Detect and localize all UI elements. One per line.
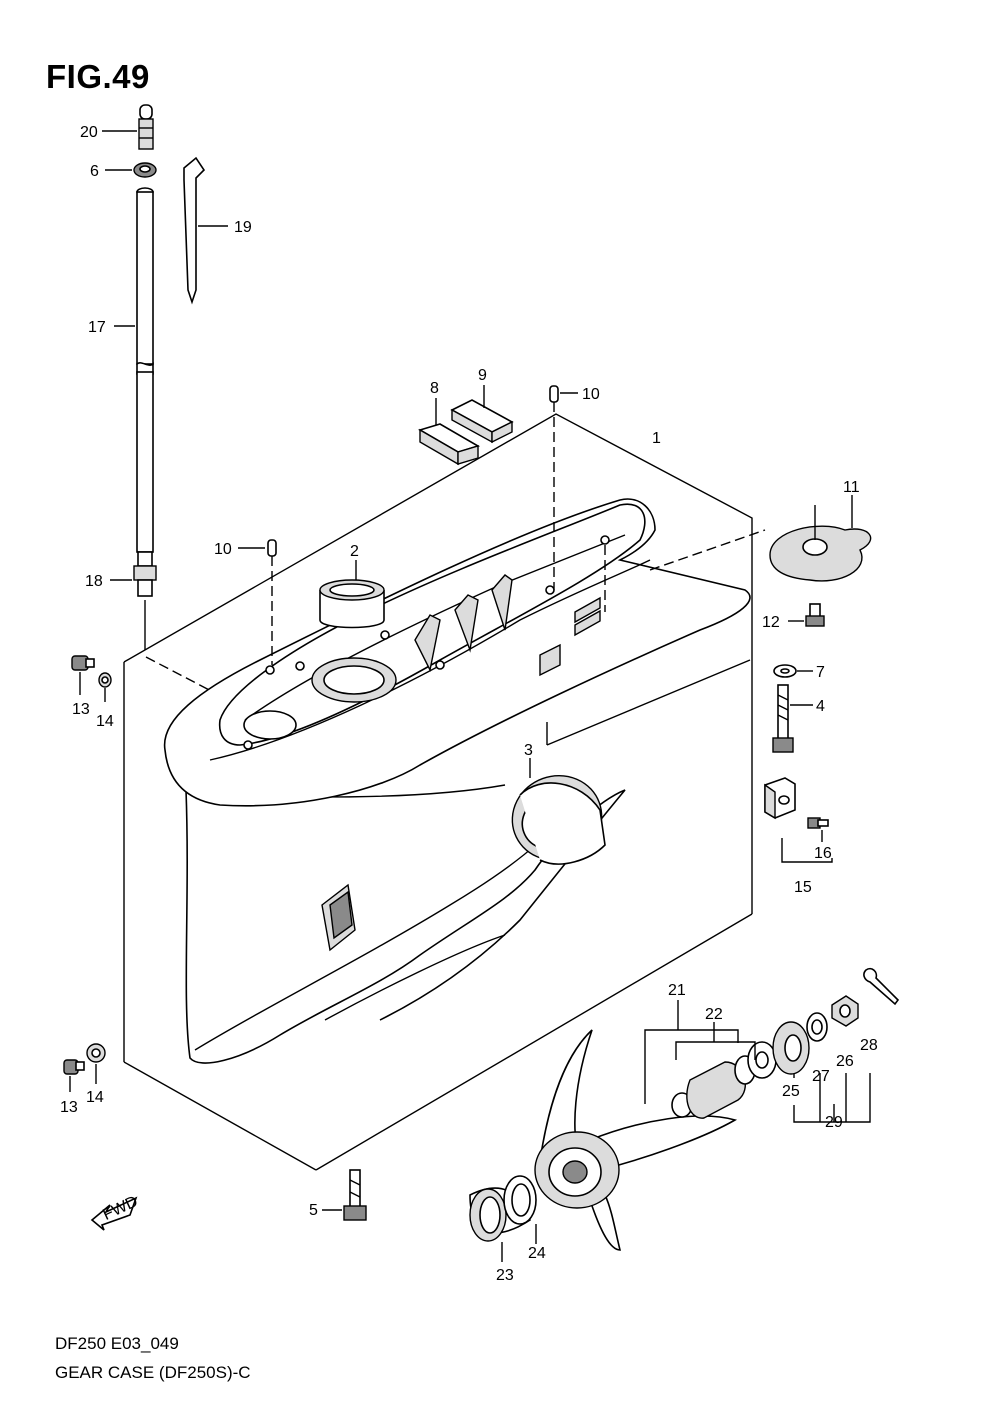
callout-2: 2 [350,543,359,560]
part-10-dowel-lower [238,539,277,665]
part-24-spacer [503,1175,537,1244]
part-26-nut [831,995,859,1027]
part-28-cotter-pin [863,967,900,1006]
assembly-outline [123,413,753,1171]
part-2-bushing [319,560,385,629]
callout-14-lower: 14 [86,1089,104,1106]
part-19-strap [183,156,228,305]
callout-4: 4 [816,698,825,715]
callout-3: 3 [524,742,533,759]
callout-28: 28 [860,1037,878,1054]
callout-1: 1 [652,430,661,447]
callout-17: 17 [88,319,106,336]
part-4-bolt [772,684,813,753]
part-5-bolt [322,1169,367,1221]
part-14-gasket-upper [98,672,112,702]
callout-7: 7 [816,664,825,681]
part-12-bolt [788,603,825,627]
part-23-thrust-washer [469,1188,507,1262]
part-15-block [764,777,833,863]
part-7-washer [773,664,813,678]
part-14-gasket-lower [86,1043,106,1084]
part-6-clamp [105,162,157,178]
callout-21: 21 [668,982,686,999]
callout-labels: 1 2 3 4 5 6 7 8 9 10 10 11 12 13 14 13 1… [60,124,878,1284]
fwd-arrow-icon: FWD [90,1193,141,1231]
callout-26: 26 [836,1053,854,1070]
part-20-fitting [102,104,154,150]
callout-27: 27 [812,1068,830,1085]
part-8-plate [417,398,481,466]
diagram-caption: GEAR CASE (DF250S)-C [55,1363,251,1382]
callout-8: 8 [430,380,439,397]
part-27-washer [806,1012,828,1042]
part-9-plate [450,385,514,444]
model-code: DF250 E03_049 [55,1334,179,1353]
callout-13-upper: 13 [72,701,90,718]
callout-25: 25 [782,1083,800,1100]
gear-case-housing [163,498,751,1064]
callout-15: 15 [794,879,812,896]
part-25-stopper [772,1021,810,1078]
part-17-water-tube [114,187,154,553]
callout-19: 19 [234,219,252,236]
callout-24: 24 [528,1245,546,1262]
callout-22: 22 [705,1006,723,1023]
callout-13-lower: 13 [60,1099,78,1116]
callout-10-lower: 10 [214,541,232,558]
part-13-drain-plug-upper [71,655,95,695]
callout-10-upper: 10 [582,386,600,403]
callout-29: 29 [825,1114,843,1131]
part-22-bushing [671,1041,777,1119]
part-3-seal [511,758,606,865]
callout-9: 9 [478,367,487,384]
part-11-anode [769,495,872,582]
callout-18: 18 [85,573,103,590]
callout-12: 12 [762,614,780,631]
callout-23: 23 [496,1267,514,1284]
part-13-drain-plug-lower [63,1059,85,1092]
callout-11: 11 [843,479,860,496]
part-16-screw [807,817,829,842]
part-18-grommet [110,551,157,650]
callout-5: 5 [309,1202,318,1219]
figure-title: FIG.49 [46,58,150,95]
callout-14-upper: 14 [96,713,114,730]
callout-6: 6 [90,163,99,180]
part-10-dowel-upper [549,385,578,590]
callout-16: 16 [814,845,832,862]
callout-20: 20 [80,124,98,141]
